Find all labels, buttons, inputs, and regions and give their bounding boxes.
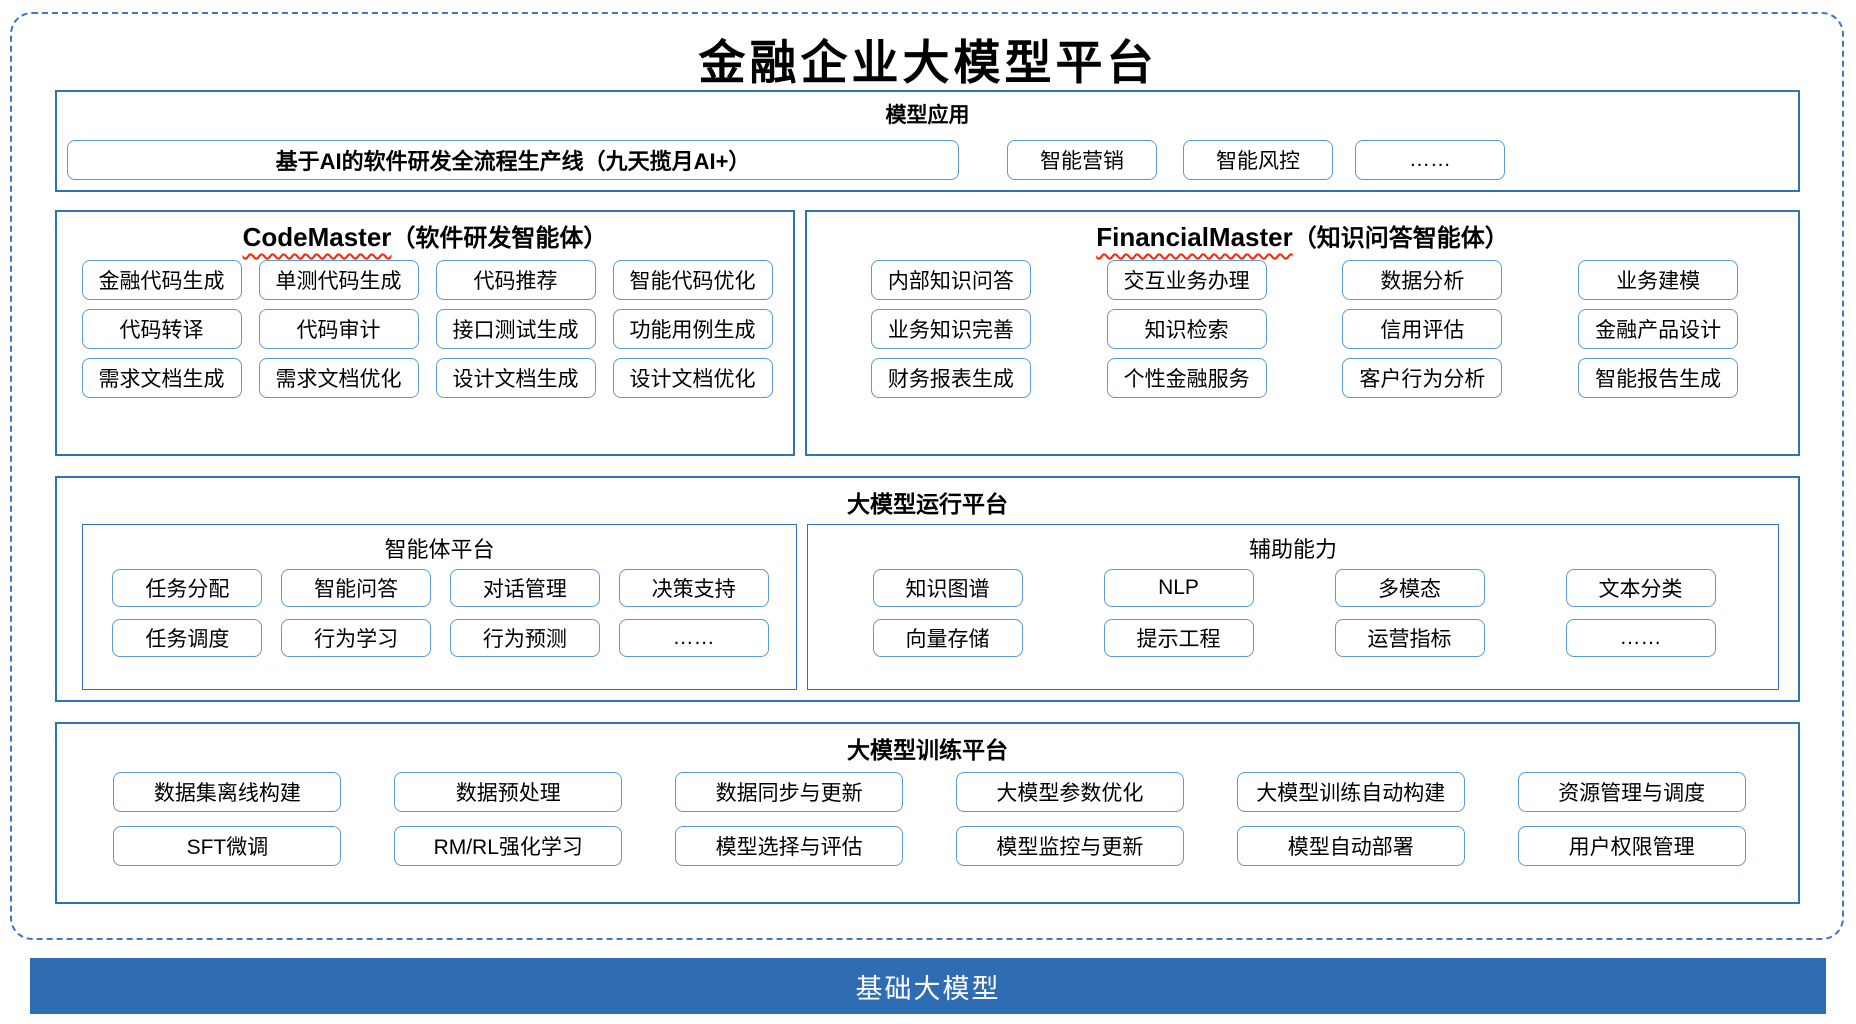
code-item: 金融代码生成 [81,260,242,300]
auxiliary-item: 知识图谱 [872,569,1023,607]
section-runtime-platform: 大模型运行平台 智能体平台 任务分配 智能问答 对话管理 决策支持 任务调度 行… [55,476,1800,702]
fin-item: 交互业务办理 [1106,260,1267,300]
fin-item: 内部知识问答 [870,260,1031,300]
model-application-header: 模型应用 [885,104,970,127]
auxiliary-item: …… [1565,619,1716,657]
subsection-agent-platform: 智能体平台 任务分配 智能问答 对话管理 决策支持 任务调度 行为学习 行为预测… [82,524,797,690]
training-item: 数据集离线构建 [113,772,342,812]
auxiliary-item: 文本分类 [1565,569,1716,607]
training-item: RM/RL强化学习 [394,826,623,866]
agent-platform-item: …… [618,619,769,657]
code-item: 代码审计 [258,309,419,349]
training-item: 大模型训练自动构建 [1236,772,1465,812]
training-item: 模型自动部署 [1236,826,1465,866]
training-item: SFT微调 [113,826,342,866]
code-item: 单测代码生成 [258,260,419,300]
section-model-application: 模型应用 基于AI的软件研发全流程生产线（九天揽月AI+） 智能营销 智能风控 … [55,90,1800,192]
auxiliary-item: NLP [1103,569,1254,607]
agent-platform-item: 行为学习 [281,619,432,657]
training-item: 用户权限管理 [1517,826,1746,866]
code-item: 代码推荐 [435,260,596,300]
training-item: 模型选择与评估 [675,826,904,866]
code-item: 接口测试生成 [435,309,596,349]
page-title: 金融企业大模型平台 [698,36,1158,91]
section-financial-master: FinancialMaster（知识问答智能体） 内部知识问答 交互业务办理 数… [805,210,1800,456]
agent-platform-item: 对话管理 [449,569,600,607]
auxiliary-item: 多模态 [1334,569,1485,607]
agent-platform-item: 任务调度 [112,619,263,657]
training-platform-grid: 数据集离线构建 数据预处理 数据同步与更新 大模型参数优化 大模型训练自动构建 … [87,772,1772,866]
training-item: 模型监控与更新 [955,826,1184,866]
fin-item: 客户行为分析 [1342,358,1503,398]
app-item-marketing: 智能营销 [1007,140,1157,180]
app-item-risk-control: 智能风控 [1183,140,1333,180]
training-item: 大模型参数优化 [955,772,1184,812]
fin-item: 数据分析 [1342,260,1503,300]
code-master-grid: 金融代码生成 单测代码生成 代码推荐 智能代码优化 代码转译 代码审计 接口测试… [73,260,781,398]
code-item: 智能代码优化 [612,260,773,300]
app-production-line-box: 基于AI的软件研发全流程生产线（九天揽月AI+） [67,140,959,180]
model-application-row: 基于AI的软件研发全流程生产线（九天揽月AI+） 智能营销 智能风控 …… [67,140,1792,180]
training-item: 数据同步与更新 [675,772,904,812]
auxiliary-item: 提示工程 [1103,619,1254,657]
agent-platform-item: 决策支持 [618,569,769,607]
financial-master-title: FinancialMaster（知识问答智能体） [807,212,1798,253]
fin-item: 财务报表生成 [870,358,1031,398]
runtime-platform-header: 大模型运行平台 [847,491,1008,517]
subsection-auxiliary: 辅助能力 知识图谱 NLP 多模态 文本分类 向量存储 提示工程 运营指标 …… [807,524,1779,690]
agent-platform-title: 智能体平台 [384,537,495,562]
agent-platform-grid: 任务分配 智能问答 对话管理 决策支持 任务调度 行为学习 行为预测 …… [103,569,778,657]
auxiliary-item: 运营指标 [1334,619,1485,657]
financial-master-title-zh: （知识问答智能体） [1292,225,1509,252]
auxiliary-title: 辅助能力 [1248,537,1337,562]
financial-master-title-en: FinancialMaster [1096,222,1293,252]
auxiliary-grid: 知识图谱 NLP 多模态 文本分类 向量存储 提示工程 运营指标 …… [832,569,1756,657]
agent-platform-item: 任务分配 [112,569,263,607]
training-platform-header: 大模型训练平台 [847,737,1008,763]
fin-item: 个性金融服务 [1106,358,1267,398]
fin-item: 业务知识完善 [870,309,1031,349]
code-item: 设计文档优化 [612,358,773,398]
fin-item: 智能报告生成 [1578,358,1739,398]
base-model-bar: 基础大模型 [30,958,1826,1014]
code-item: 设计文档生成 [435,358,596,398]
code-item: 功能用例生成 [612,309,773,349]
fin-item: 业务建模 [1578,260,1739,300]
training-item: 数据预处理 [394,772,623,812]
code-item: 代码转译 [81,309,242,349]
agent-platform-item: 行为预测 [449,619,600,657]
section-training-platform: 大模型训练平台 数据集离线构建 数据预处理 数据同步与更新 大模型参数优化 大模… [55,722,1800,904]
code-master-title-en: CodeMaster [242,222,392,252]
auxiliary-item: 向量存储 [872,619,1023,657]
agent-platform-item: 智能问答 [281,569,432,607]
training-item: 资源管理与调度 [1517,772,1746,812]
code-master-title-zh: （软件研发智能体） [391,225,608,252]
fin-item: 知识检索 [1106,309,1267,349]
code-item: 需求文档生成 [81,358,242,398]
code-item: 需求文档优化 [258,358,419,398]
financial-master-grid: 内部知识问答 交互业务办理 数据分析 业务建模 业务知识完善 知识检索 信用评估… [833,260,1776,398]
section-code-master: CodeMaster（软件研发智能体） 金融代码生成 单测代码生成 代码推荐 智… [55,210,795,456]
fin-item: 金融产品设计 [1578,309,1739,349]
app-item-ellipsis: …… [1355,140,1505,180]
code-master-title: CodeMaster（软件研发智能体） [57,212,793,253]
fin-item: 信用评估 [1342,309,1503,349]
